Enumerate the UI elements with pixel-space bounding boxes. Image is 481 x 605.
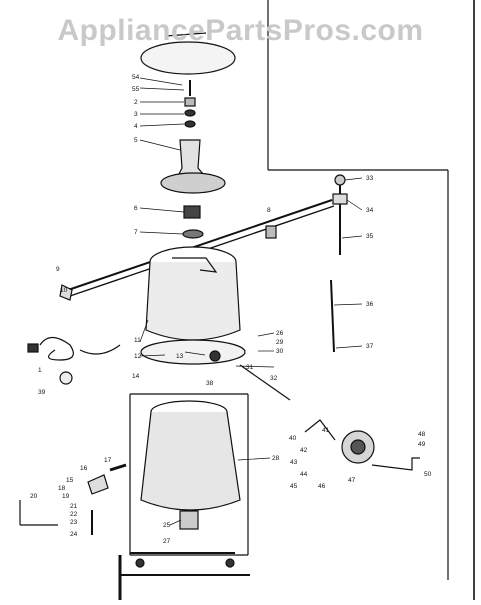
callout-13: 13 (176, 353, 184, 360)
callout-46: 46 (318, 483, 326, 490)
motor-mount (304, 419, 336, 441)
callout-8: 8 (267, 207, 271, 214)
power-cord (79, 344, 121, 355)
callout-38: 38 (206, 380, 214, 387)
callout-19: 19 (62, 493, 70, 500)
callout-43: 43 (290, 459, 298, 466)
tub-opening (172, 257, 218, 273)
callout-30: 30 (276, 348, 284, 355)
base-plate (140, 339, 246, 365)
callout-33: 33 (366, 175, 374, 182)
callout-7: 7 (134, 229, 138, 236)
cord-clip (59, 371, 73, 385)
callout-44: 44 (300, 471, 308, 478)
callout-34: 34 (366, 207, 374, 214)
washer-part (184, 109, 196, 117)
spring-part (109, 463, 127, 472)
callout-39: 39 (38, 389, 46, 396)
callout-16: 16 (80, 465, 88, 472)
callout-11: 11 (134, 337, 141, 344)
washer-part (184, 120, 196, 128)
callout-36: 36 (366, 301, 374, 308)
callout-50: 50 (424, 471, 432, 478)
callout-23: 23 (70, 519, 78, 526)
callout-32: 32 (270, 375, 278, 382)
seal-part (182, 229, 204, 239)
hose-line (239, 364, 291, 401)
callout-37: 37 (366, 343, 374, 350)
callout-26: 26 (276, 330, 284, 337)
cap-part (184, 97, 196, 107)
callout-15: 15 (66, 477, 74, 484)
shaft-knob (334, 174, 346, 186)
motor-shaft (350, 439, 366, 455)
lid-edge (165, 32, 207, 37)
hose-coupling (87, 474, 109, 495)
callout-47: 47 (348, 477, 356, 484)
callout-22: 22 (70, 511, 78, 518)
callout-29: 29 (276, 339, 284, 346)
nut-part (183, 205, 201, 219)
dolly-wheel (225, 558, 235, 568)
power-cord (39, 336, 74, 361)
callout-17: 17 (104, 457, 112, 464)
rod-bracket (59, 284, 73, 301)
callout-4: 4 (134, 123, 138, 130)
callout-40: 40 (289, 435, 297, 442)
callout-31: 31 (246, 364, 254, 371)
callout-12: 12 (134, 353, 142, 360)
rod-clamp (265, 225, 277, 239)
callout-35: 35 (366, 233, 374, 240)
inner-tub (140, 411, 241, 511)
lid-disc (140, 41, 236, 75)
leader-lines (139, 77, 363, 526)
callout-42: 42 (300, 447, 308, 454)
dolly-wheel (135, 558, 145, 568)
callout-48: 48 (418, 431, 426, 438)
callout-55: 55 (132, 86, 140, 93)
callout-10: 10 (60, 287, 68, 294)
motor-bracket (371, 457, 420, 471)
callout-18: 18 (58, 485, 66, 492)
callout-9: 9 (56, 266, 60, 273)
callout-54: 54 (132, 74, 140, 81)
callout-1: 1 (38, 367, 42, 374)
callout-24: 24 (70, 531, 78, 538)
callout-28: 28 (272, 455, 280, 462)
pump-part (209, 350, 221, 362)
callout-41: 41 (322, 427, 330, 434)
callout-6: 6 (134, 205, 138, 212)
outer-tub (145, 261, 241, 341)
shaft-bracket (332, 193, 348, 205)
callout-5: 5 (134, 137, 138, 144)
agitator-base (160, 172, 226, 194)
callout-49: 49 (418, 441, 426, 448)
callout-21: 21 (70, 503, 78, 510)
callout-20: 20 (30, 493, 38, 500)
callout-3: 3 (134, 111, 138, 118)
tub-drain (179, 510, 199, 530)
callout-45: 45 (290, 483, 298, 490)
callout-2: 2 (134, 99, 138, 106)
drive-rod (67, 199, 333, 291)
callout-25: 25 (163, 522, 171, 529)
link-rod (330, 279, 335, 353)
callout-14: 14 (132, 373, 140, 380)
callout-27: 27 (163, 538, 171, 545)
cord-plug (27, 343, 39, 353)
